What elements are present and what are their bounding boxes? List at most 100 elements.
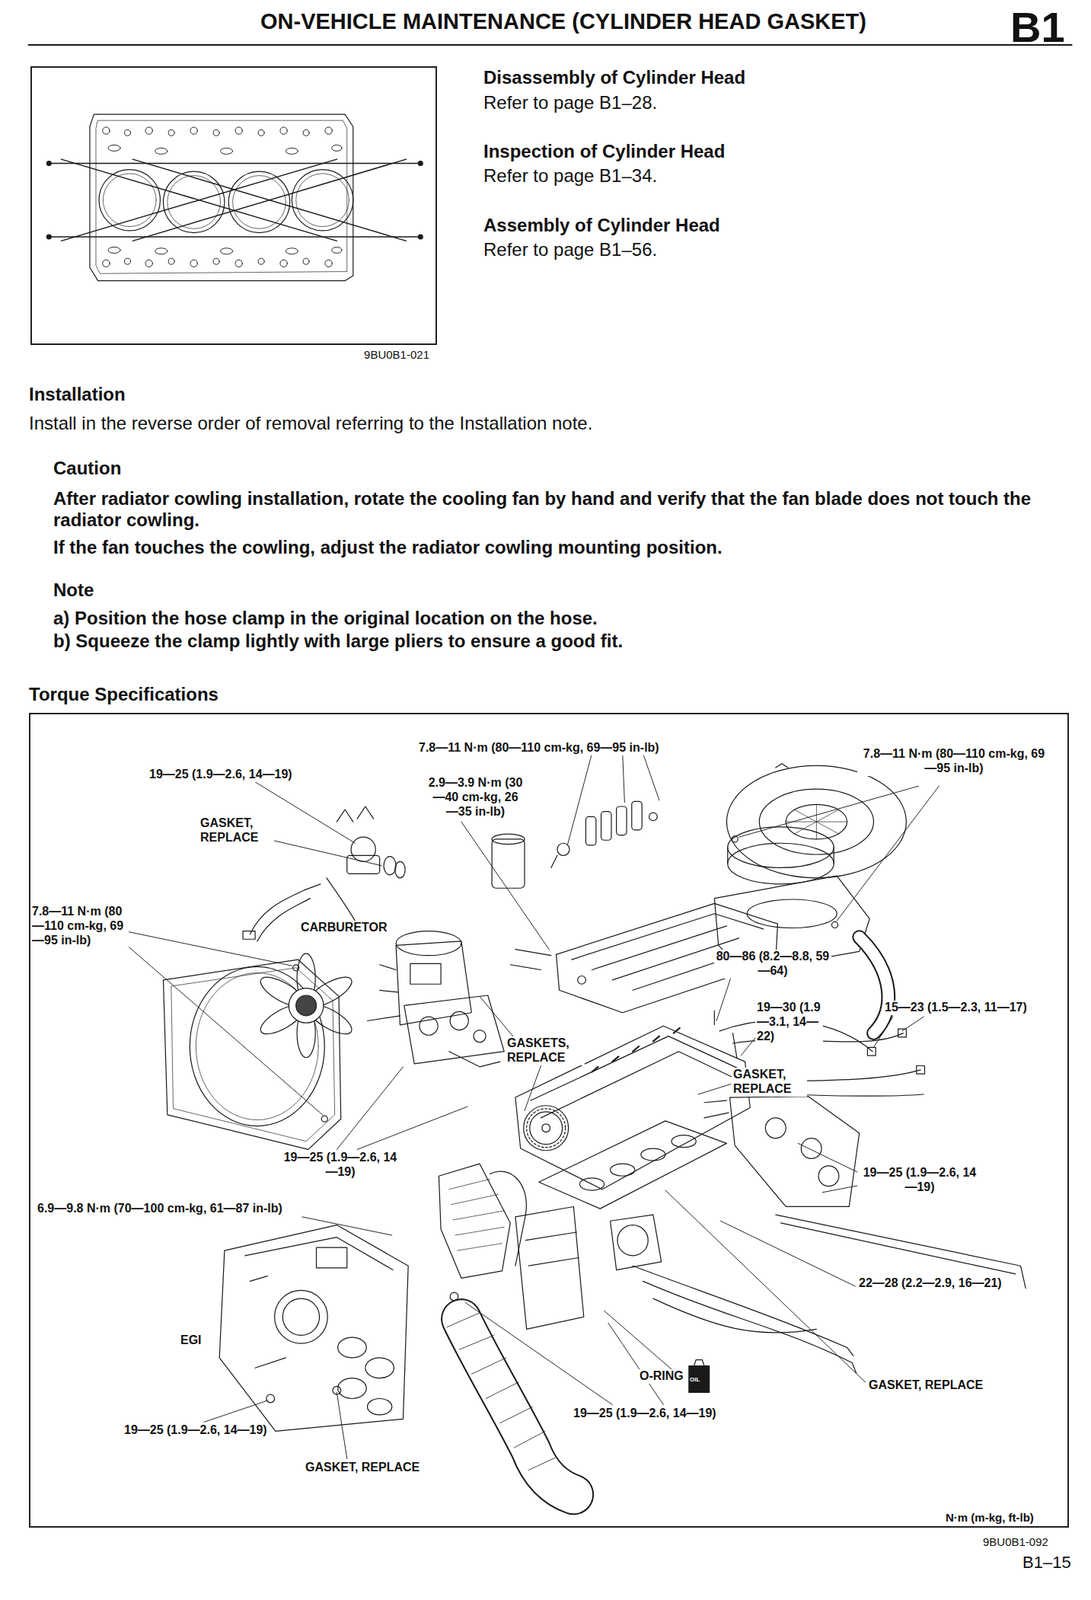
leader-line (604, 1310, 683, 1378)
head-gasket-figure (325, 259, 332, 267)
body-text: Install in the reverse order of removal … (28, 412, 593, 434)
water-pipes (632, 1265, 848, 1347)
head-gasket-figure (168, 129, 175, 136)
ignition-connectors (551, 763, 788, 868)
timing-belt-cover (489, 1170, 527, 1266)
water-pipes (653, 1298, 817, 1333)
air-cleaner (746, 899, 837, 929)
exhaust-manifold (704, 1100, 729, 1118)
head-gasket-figure (48, 236, 421, 237)
figure-code: 9BU0B1-021 (363, 347, 430, 361)
leader-line (336, 1391, 347, 1458)
carburetor (473, 1030, 486, 1043)
cylinder-head-gasket (671, 1135, 696, 1148)
unit-note: N·m (m-kg, ft-lb) (944, 1510, 1036, 1525)
section-heading: Torque Specifications (28, 683, 219, 706)
head-gasket-figure (145, 127, 153, 134)
intake-manifold-egi (282, 1298, 320, 1335)
intake-manifold-egi (266, 1394, 275, 1403)
section-heading: Installation (28, 383, 126, 406)
header-rule (28, 44, 1072, 45)
intake-hose (446, 1312, 556, 1470)
head-gasket-figure (235, 127, 243, 134)
caution-text: If the fan touches the cowling, adjust t… (53, 536, 723, 559)
torque-callout: 19—25 (1.9—2.6, 14—19) (147, 767, 294, 782)
fuel-filter (491, 833, 525, 844)
air-cleaner (759, 788, 874, 855)
water-pipes (632, 1214, 1026, 1373)
air-duct (859, 937, 889, 1034)
cylinder-head (523, 1105, 569, 1151)
head-gasket-figure (235, 259, 243, 267)
head-gasket-figure (190, 259, 198, 267)
intake-hose (446, 1291, 574, 1494)
air-cleaner (785, 803, 847, 839)
oil-can (694, 1359, 705, 1366)
head-gasket-figure (132, 159, 406, 241)
cylinder-head (526, 1108, 566, 1148)
water-outlet (347, 854, 380, 874)
air-cleaner (785, 803, 847, 839)
ignition-connectors (601, 811, 612, 841)
figure-code: 9BU0B1-092 (982, 1534, 1049, 1549)
leader-line (461, 821, 549, 950)
head-gasket-figure (285, 248, 298, 255)
carburetor (419, 1016, 438, 1035)
fuel-filter (491, 838, 525, 888)
cylinder-head-gasket (539, 1120, 728, 1209)
air-cleaner (727, 842, 834, 884)
cylinder-head (542, 1123, 551, 1133)
cylinder-head-gasket (539, 1120, 728, 1209)
intake-manifold-egi (367, 1397, 393, 1414)
ignition-connectors (585, 816, 596, 846)
air-cleaner (727, 847, 834, 864)
carburetor (410, 963, 441, 984)
head-gasket-figure (145, 259, 153, 267)
water-pipes (643, 1280, 853, 1363)
ignition-connectors (775, 763, 788, 768)
leader-line (716, 977, 731, 1021)
head-gasket-figure (285, 147, 298, 154)
radiator-cowling (321, 1115, 328, 1122)
head-gasket-figure (102, 259, 110, 267)
torque-callout: 22—28 (2.2—2.9, 16—21) (857, 1276, 1004, 1291)
cylinder-head-gasket (641, 1148, 666, 1161)
head-gasket-figure (168, 258, 175, 265)
head-gasket-figure (124, 258, 131, 265)
part-note: GASKET, REPLACE (867, 1378, 985, 1393)
cylinder-block (617, 1224, 648, 1256)
cylinder-head-cover (577, 976, 587, 985)
head-gasket-figure (213, 258, 220, 265)
carburetor (367, 964, 401, 1021)
page-reference: Refer to page B1–34. (483, 165, 658, 187)
cooling-fan (256, 953, 356, 1058)
oil-can (689, 1365, 710, 1393)
head-gasket-figure (132, 159, 406, 241)
section-code: B1 (1010, 2, 1066, 53)
oil-mark: OIL (689, 1375, 700, 1383)
cooling-fan (288, 988, 324, 1024)
carburetor (395, 941, 472, 1025)
head-gasket-figure (46, 161, 423, 240)
torque-callout: 15—23 (1.5—2.3, 11—17) (883, 1000, 1029, 1015)
leader-line (665, 1189, 866, 1382)
leader-line (873, 1016, 924, 1047)
page-reference: Refer to page B1–56. (483, 239, 658, 261)
head-gasket-figure (280, 127, 288, 134)
header-rule (28, 44, 1072, 46)
reference-heading: Assembly of Cylinder Head (483, 214, 721, 237)
intake-manifold-egi (338, 1378, 367, 1399)
ignition-connectors (631, 800, 642, 830)
cylinder-head-gasket (610, 1163, 635, 1176)
head-gasket-figure (325, 127, 332, 134)
head-gasket-figure (331, 144, 342, 151)
head-gasket-figure (331, 246, 342, 253)
head-gasket-figure (417, 161, 423, 166)
page-number: B1–15 (1022, 1552, 1072, 1573)
torque-callout: 19—30 (1.9—3.1, 14—22) (755, 1000, 824, 1044)
leader-line (124, 931, 323, 1115)
spark-plug-wires (916, 1065, 926, 1074)
radiator-cowling (189, 966, 325, 1126)
torque-callout: 6.9—9.8 N·m (70—100 cm-kg, 61—87 in-lb) (35, 1201, 284, 1216)
water-outlet (395, 861, 406, 878)
